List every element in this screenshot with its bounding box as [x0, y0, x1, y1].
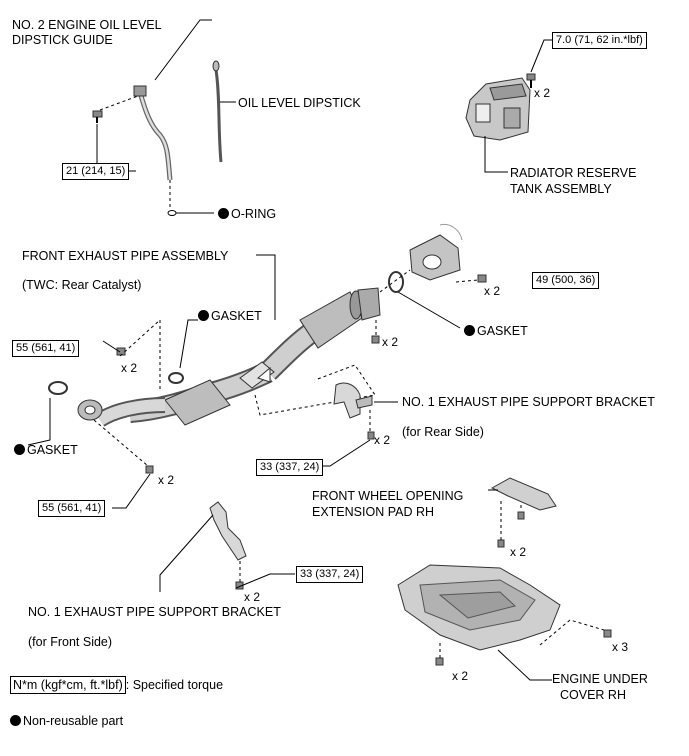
wheel-pad-label-line2: EXTENSION PAD RH: [312, 505, 435, 519]
oil-level-dipstick-label: OIL LEVEL DIPSTICK: [238, 96, 361, 110]
dipstick-guide-label-line2: DIPSTICK GUIDE: [12, 33, 113, 47]
manifold-outlet: [409, 223, 463, 281]
non-reusable-dot-icon: [198, 310, 209, 321]
gasket-center-label: GASKET: [198, 309, 262, 324]
support-bracket-rear-part: [333, 382, 373, 419]
torque-legend-text: : Specified torque: [125, 678, 224, 692]
gasket-left-ring: [48, 381, 68, 395]
qty-radiator: x 2: [534, 86, 551, 100]
qty-cover-left: x 2: [452, 669, 469, 683]
qty-flange-nut: x 2: [382, 335, 399, 349]
torque-box-front-bracket: 33 (337, 24): [296, 566, 364, 583]
dipstick-guide-label-line1: NO. 2 ENGINE OIL LEVEL: [12, 18, 162, 32]
exhaust-pipe-part: [77, 287, 381, 427]
qty-manifold-bolt: x 2: [484, 284, 501, 298]
gasket-rear-ring: [388, 271, 404, 293]
torque-box-upper-55: 55 (561, 41): [12, 340, 80, 357]
o-ring-part: [167, 210, 177, 216]
torque-box-radiator: 7.0 (71, 62 in.*lbf): [552, 32, 647, 49]
for-rear-side-label: (for Rear Side): [402, 425, 484, 439]
support-bracket-rear-label: NO. 1 EXHAUST PIPE SUPPORT BRACKET: [402, 395, 655, 409]
gasket-left-label: GASKET: [14, 443, 78, 458]
oil-level-dipstick-part: [212, 60, 223, 163]
radiator-bolt: [526, 73, 536, 88]
torque-legend-box: N*m (kgf*cm, ft.*lbf): [10, 676, 126, 694]
gasket-center-ring: [168, 372, 184, 384]
non-reusable-dot-icon: [464, 325, 475, 336]
qty-upper-55: x 2: [121, 361, 138, 375]
twc-rear-catalyst-label: (TWC: Rear Catalyst): [22, 278, 142, 292]
wheel-pad-part: [490, 477, 557, 511]
gasket-right-label: GASKET: [464, 324, 528, 339]
qty-cover-right: x 3: [612, 640, 629, 654]
radiator-tank-label-line1: RADIATOR RESERVE: [510, 166, 637, 180]
support-bracket-front-part: [209, 501, 247, 561]
torque-legend: N*m (kgf*cm, ft.*lbf): Specified torque: [10, 676, 224, 694]
radiator-tank-label-line2: TANK ASSEMBLY: [510, 182, 612, 196]
qty-lower-55: x 2: [158, 473, 175, 487]
support-bracket-front-label: NO. 1 EXHAUST PIPE SUPPORT BRACKET: [28, 605, 281, 619]
front-exhaust-pipe-label: FRONT EXHAUST PIPE ASSEMBLY: [22, 249, 229, 263]
qty-front-bracket: x 2: [244, 590, 261, 604]
engine-under-cover-part: [397, 564, 561, 651]
non-reusable-dot-icon: [218, 208, 229, 219]
under-cover-label-line2: COVER RH: [560, 688, 626, 702]
radiator-tank-part: [465, 77, 531, 141]
for-front-side-label: (for Front Side): [28, 635, 113, 649]
dipstick-bolt: [92, 110, 103, 123]
torque-box-lower-55: 55 (561, 41): [38, 500, 106, 517]
torque-box-rear-bracket: 33 (337, 24): [256, 459, 324, 476]
o-ring-label: O-RING: [218, 207, 276, 222]
non-reusable-legend: Non-reusable part: [10, 714, 123, 729]
torque-box-dipstick-guide: 21 (214, 15): [62, 163, 130, 180]
torque-box-manifold: 49 (500, 36): [532, 272, 600, 289]
non-reusable-dot-icon: [14, 444, 25, 455]
under-cover-label-line1: ENGINE UNDER: [552, 672, 648, 686]
dipstick-guide-part: [133, 85, 173, 181]
qty-wheel-pad: x 2: [510, 545, 527, 559]
qty-rear-bracket: x 2: [374, 433, 391, 447]
non-reusable-dot-icon: [10, 715, 21, 726]
wheel-pad-label-line1: FRONT WHEEL OPENING: [312, 489, 464, 503]
